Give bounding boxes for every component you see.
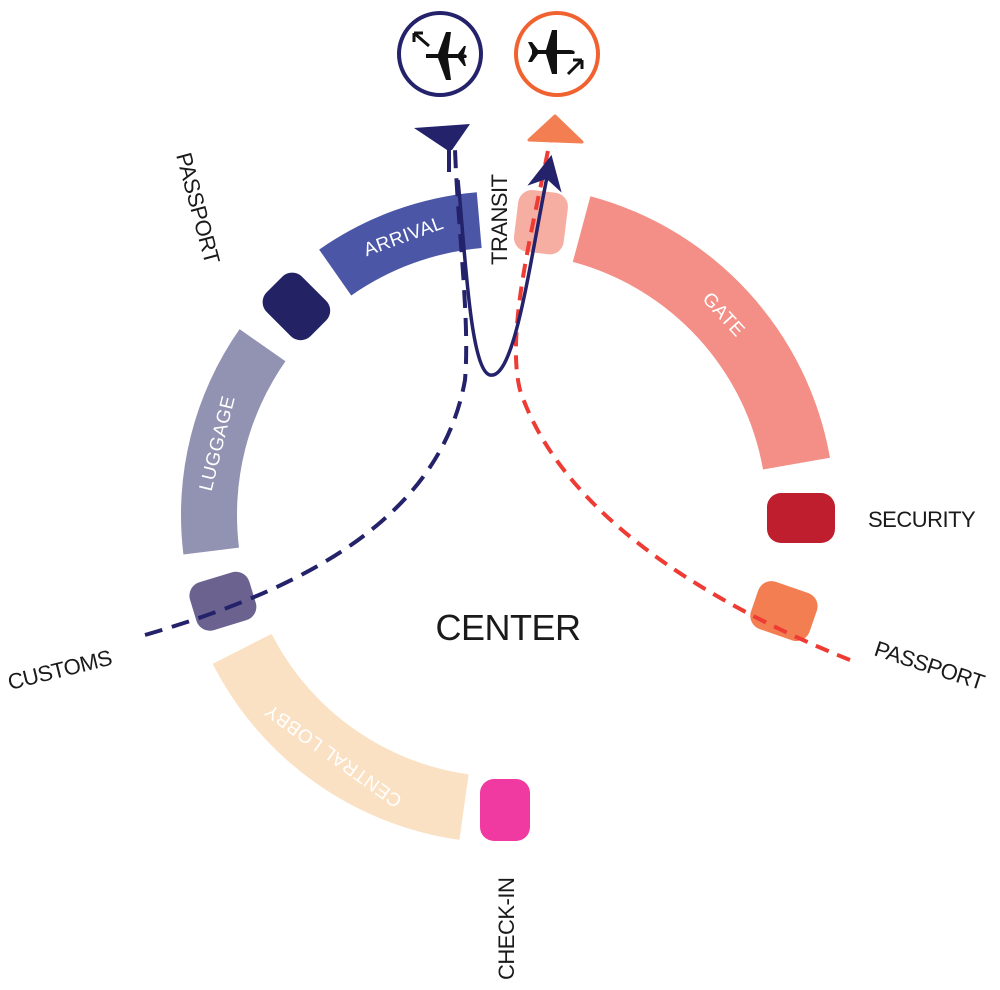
segment-arrival: [319, 192, 482, 296]
check-in-node: [480, 779, 530, 841]
passport-right-label: PASSPORT: [871, 636, 987, 695]
transit-node: [513, 189, 568, 255]
departure-marker: [527, 114, 584, 144]
segment-lobby-right: [212, 633, 469, 840]
plane-departure-icon: [514, 11, 600, 97]
passport-left-label: PASSPORT: [171, 150, 225, 266]
segment-luggage: [181, 329, 286, 555]
passport-right-node: [750, 581, 818, 641]
customs-label: CUSTOMS: [5, 645, 114, 695]
customs-node: [189, 571, 257, 631]
arrival-marker: [414, 124, 470, 150]
transit-label: TRANSIT: [487, 174, 512, 265]
transit-path: [456, 154, 562, 377]
plane-arrival-icon: [397, 11, 483, 97]
center-title: CENTER: [435, 607, 580, 648]
passport-left-node: [262, 272, 331, 341]
security-label: SECURITY: [868, 507, 976, 532]
segment-gate: [572, 196, 830, 470]
arrival-dashed-path: [144, 149, 469, 637]
security-node: [767, 493, 835, 543]
check-in-label: CHECK-IN: [494, 878, 519, 980]
